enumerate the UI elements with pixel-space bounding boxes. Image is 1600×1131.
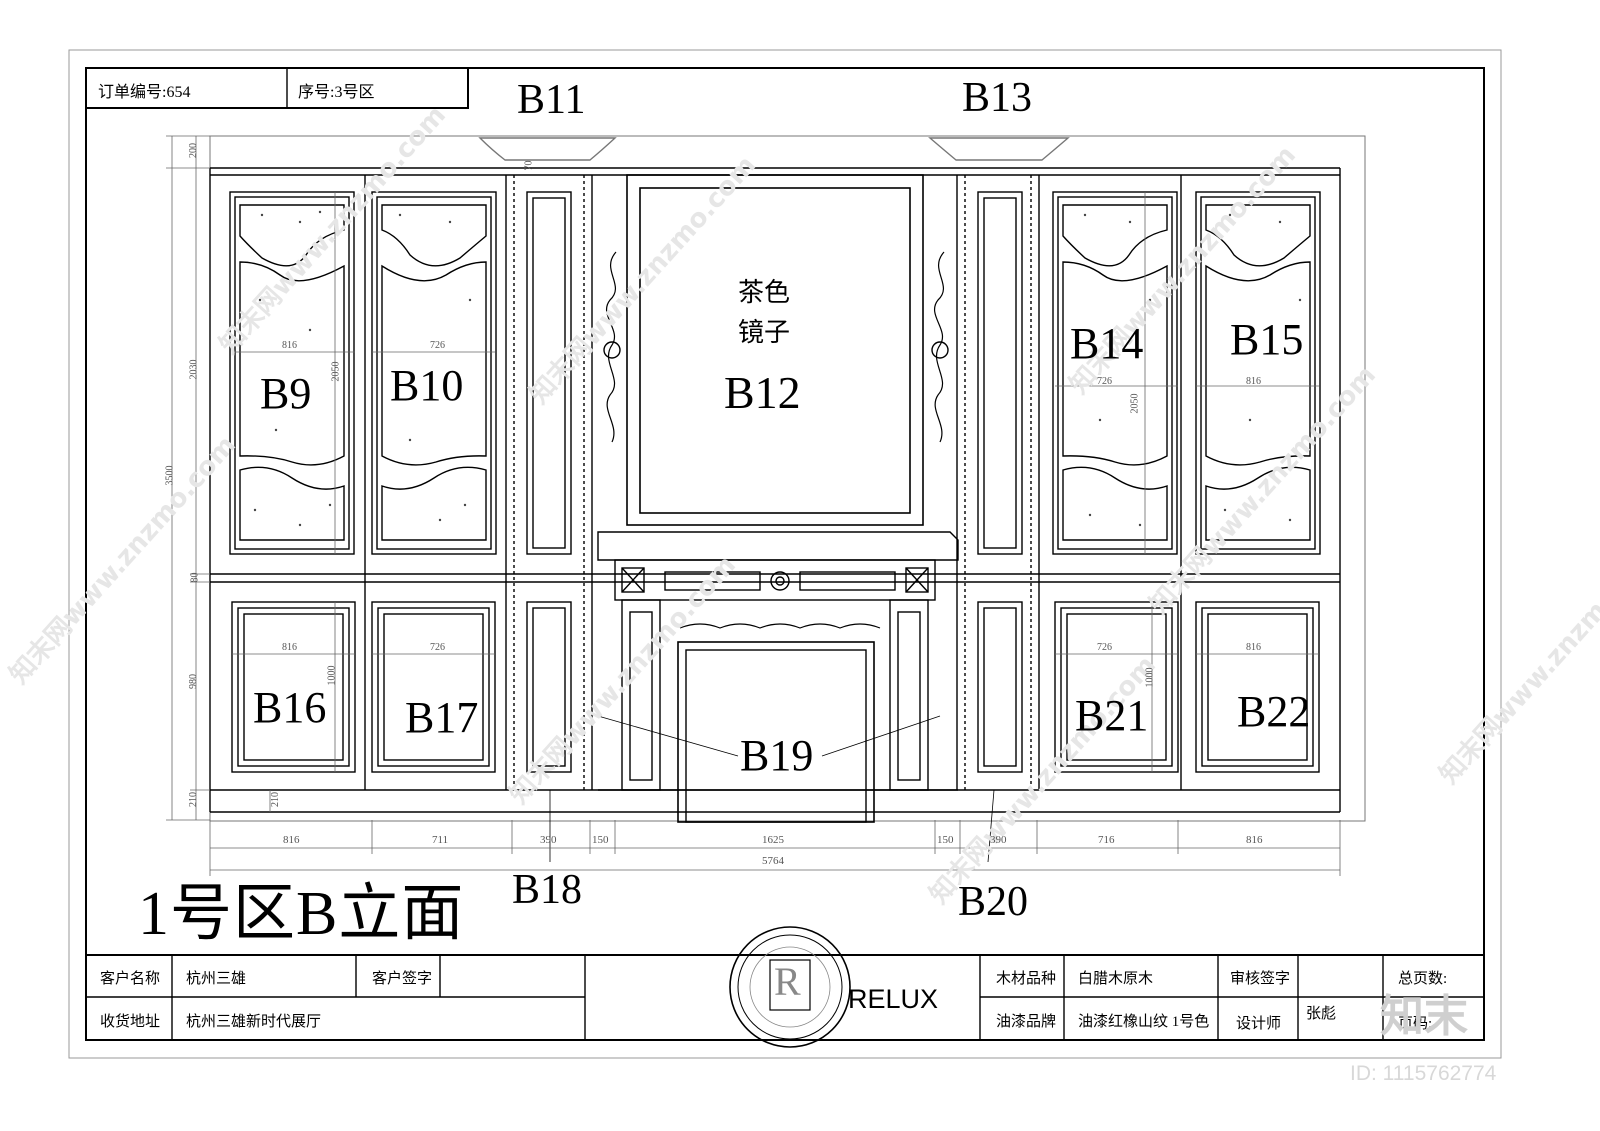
- brand-name: RELUX: [848, 984, 939, 1014]
- dim-bottom: 816: [1246, 834, 1263, 846]
- dim-bottom: 1625: [762, 834, 784, 846]
- designer-label: 设计师: [1236, 1016, 1282, 1032]
- logo-letter: R: [774, 959, 801, 1004]
- delivery-label: 收货地址: [100, 1014, 161, 1030]
- dim-small: 70: [523, 160, 535, 171]
- mirror-note-2: 镜子: [738, 318, 791, 348]
- label-b16: B16: [253, 683, 327, 732]
- dim-bottom: 390: [540, 834, 557, 846]
- dim-small: 210: [270, 792, 281, 807]
- dim-panel: 816: [1246, 376, 1261, 387]
- dim-panel-height: 2050: [1129, 393, 1141, 414]
- dim-panel: 726: [1097, 642, 1112, 653]
- wood-label: 木材品种: [996, 971, 1057, 987]
- customer-name-label: 客户名称: [100, 971, 161, 987]
- watermark-brand: 知末: [1380, 991, 1468, 1042]
- dim-left: 2030: [188, 359, 200, 380]
- dim-bottom: 716: [1098, 834, 1115, 846]
- label-b22: B22: [1237, 687, 1311, 736]
- dim-panel: 816: [282, 642, 297, 653]
- label-b15: B15: [1230, 315, 1304, 364]
- label-b13: B13: [962, 75, 1033, 121]
- paint-label: 油漆品牌: [996, 1014, 1057, 1030]
- label-b9: B9: [260, 369, 312, 418]
- dim-panel: 726: [430, 340, 445, 351]
- designer-name: 张彪: [1306, 1006, 1337, 1022]
- dim-left: 980: [188, 674, 199, 689]
- mirror-note-1: 茶色: [738, 278, 791, 308]
- dim-panel: 816: [282, 340, 297, 351]
- dim-left: 80: [189, 572, 201, 583]
- label-b17: B17: [405, 693, 479, 742]
- label-b21: B21: [1075, 691, 1149, 740]
- order-number: 订单编号:654: [98, 84, 191, 101]
- sequence-number: 序号:3号区: [298, 84, 375, 101]
- dim-panel: 726: [1097, 376, 1112, 387]
- label-b12: B12: [724, 367, 801, 418]
- dim-panel: 816: [1246, 642, 1261, 653]
- total-pages-label: 总页数:: [1398, 971, 1448, 987]
- dim-bottom: 390: [990, 834, 1007, 846]
- label-b19: B19: [740, 731, 814, 780]
- dim-panel-height: 2050: [330, 361, 342, 382]
- label-b10: B10: [390, 361, 464, 410]
- dim-panel: 726: [430, 642, 445, 653]
- dim-left: 210: [188, 792, 199, 807]
- dim-left: 200: [188, 143, 199, 158]
- review-sign-label: 审核签字: [1230, 971, 1291, 987]
- delivery-address: 杭州三雄新时代展厅: [186, 1014, 322, 1030]
- dim-bottom: 150: [937, 834, 954, 846]
- wood-value: 白腊木原木: [1078, 971, 1154, 987]
- paint-value: 油漆红橡山纹 1号色: [1078, 1014, 1210, 1030]
- page-title: 1号区B立面: [138, 880, 465, 948]
- dim-bottom: 711: [432, 834, 449, 846]
- dim-panel-height: 1000: [326, 665, 338, 686]
- dim-left: 3500: [164, 465, 176, 486]
- customer-sign-label: 客户签字: [372, 971, 433, 987]
- watermark-id: ID: 1115762774: [1350, 1062, 1497, 1085]
- label-b11: B11: [517, 77, 586, 123]
- page-number-label: 页码:: [1398, 1016, 1433, 1032]
- customer-name: 杭州三雄: [186, 971, 247, 987]
- dim-bottom: 150: [592, 834, 609, 846]
- label-b14: B14: [1070, 319, 1144, 368]
- dim-total: 5764: [762, 855, 784, 867]
- label-b20: B20: [958, 879, 1029, 925]
- label-b18: B18: [512, 867, 583, 913]
- dim-bottom: 816: [283, 834, 300, 846]
- dim-panel-height: 1000: [1144, 667, 1156, 688]
